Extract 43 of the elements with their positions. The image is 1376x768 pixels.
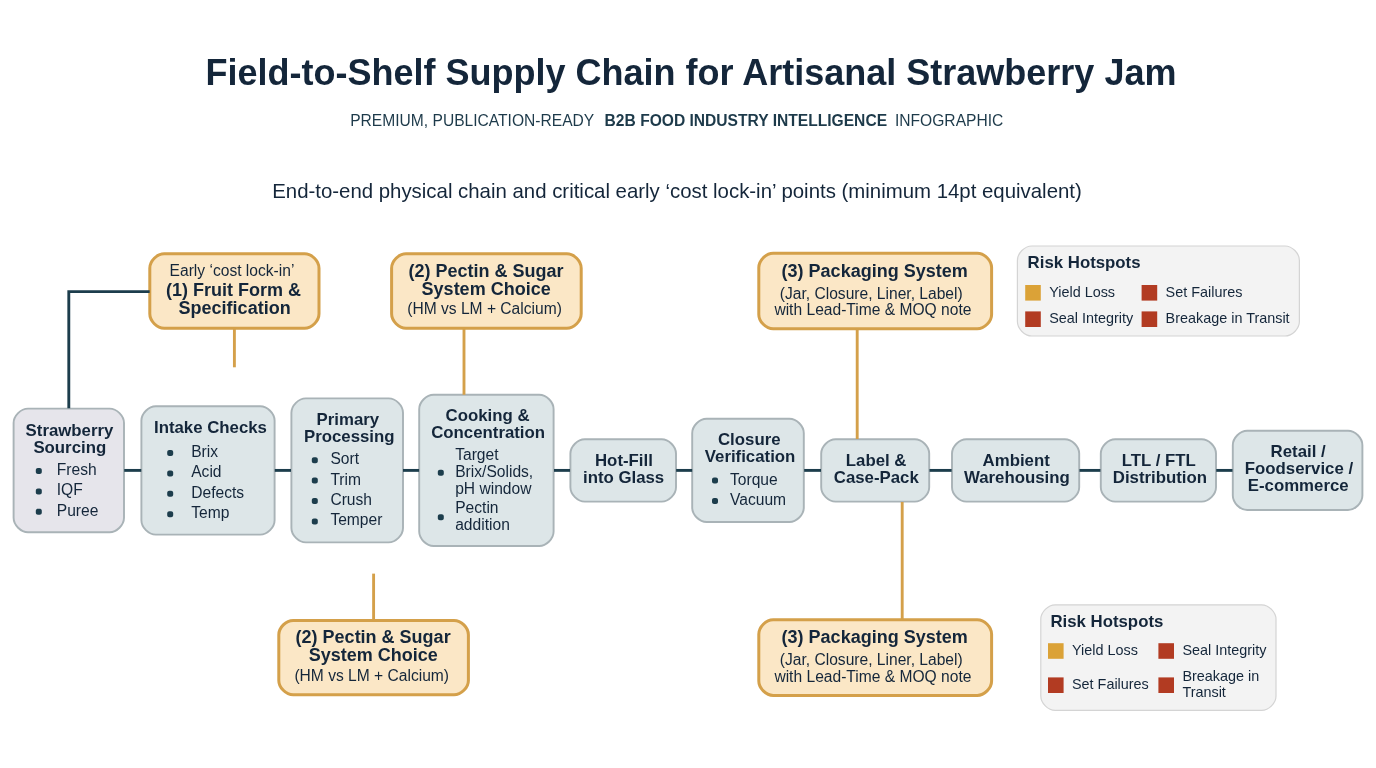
connector (676, 468, 693, 472)
connector (1216, 468, 1233, 472)
node-box: Cooking & Concentration Target Brix/Solids, pH window Pectin addition (418, 393, 555, 547)
node-box: (2) Pectin & Sugar System Choice (HM vs LM + Calcium) (277, 618, 470, 697)
connector (1079, 468, 1101, 472)
legend-label: Seal Integrity (1182, 641, 1267, 658)
node-box: Retail / Foodservice / E-commerce (1231, 429, 1364, 511)
legend-label: Seal Integrity (1049, 309, 1134, 326)
connector (804, 468, 821, 472)
label: PREMIUM, PUBLICATION-READY B2B FOOD INDUSTRY INTELLIGENCE INFOGRAPHIC (350, 112, 1004, 130)
node-box: Early ‘cost lock-in’ (1) Fruit Form & Specification (148, 252, 321, 330)
connector (274, 468, 291, 472)
node-box: (3) Packaging System (Jar, Closure, Liner, Label) with Lead-Time & MOQ note (757, 618, 994, 697)
label: End-to-end physical chain and critical early ‘cost lock-in’ points (minimum 14pt equivalent) (272, 180, 1082, 203)
legend-label: Breakage in Transit (1165, 309, 1290, 326)
legend-label: Breakage in Transit (1182, 668, 1260, 700)
connector (855, 329, 859, 439)
connector (403, 468, 420, 472)
connector (372, 573, 376, 621)
node-box: LTL / FTL Distribution (1099, 438, 1217, 503)
connector (67, 290, 150, 409)
connector (232, 328, 236, 368)
node-box: (3) Packaging System (Jar, Closure, Liner, Label) with Lead-Time & MOQ note (757, 251, 994, 331)
legend-label: Set Failures (1072, 675, 1149, 692)
node-box: Ambient Warehousing (951, 438, 1081, 503)
node-box: Hot-Fill into Glass (569, 438, 677, 503)
node-box: Label & Case-Pack (820, 438, 931, 503)
node-box: Closure Verification Torque Vacuum (691, 417, 805, 523)
connector (900, 502, 904, 620)
diagram-title: Field-to-Shelf Supply Chain for Artisanal Strawberry Jam (205, 52, 1177, 94)
legend-label: Yield Loss (1072, 641, 1138, 658)
node-box: Primary Processing Sort Trim Crush Temper (290, 397, 404, 544)
connector (462, 328, 466, 395)
label: Risk Hotspots (1050, 611, 1164, 631)
node-box: (2) Pectin & Sugar System Choice (HM vs LM + Calcium) (390, 252, 583, 330)
legend-label: Set Failures (1165, 283, 1243, 300)
connector (929, 468, 952, 472)
node-box: Strawberry Sourcing Fresh IQF Puree (12, 407, 125, 534)
connector (124, 468, 142, 472)
node-box: Intake Checks Brix Acid Defects Temp (140, 405, 276, 536)
connector (554, 468, 571, 472)
legend-label: Yield Loss (1049, 283, 1116, 300)
label: Risk Hotspots (1027, 253, 1141, 273)
